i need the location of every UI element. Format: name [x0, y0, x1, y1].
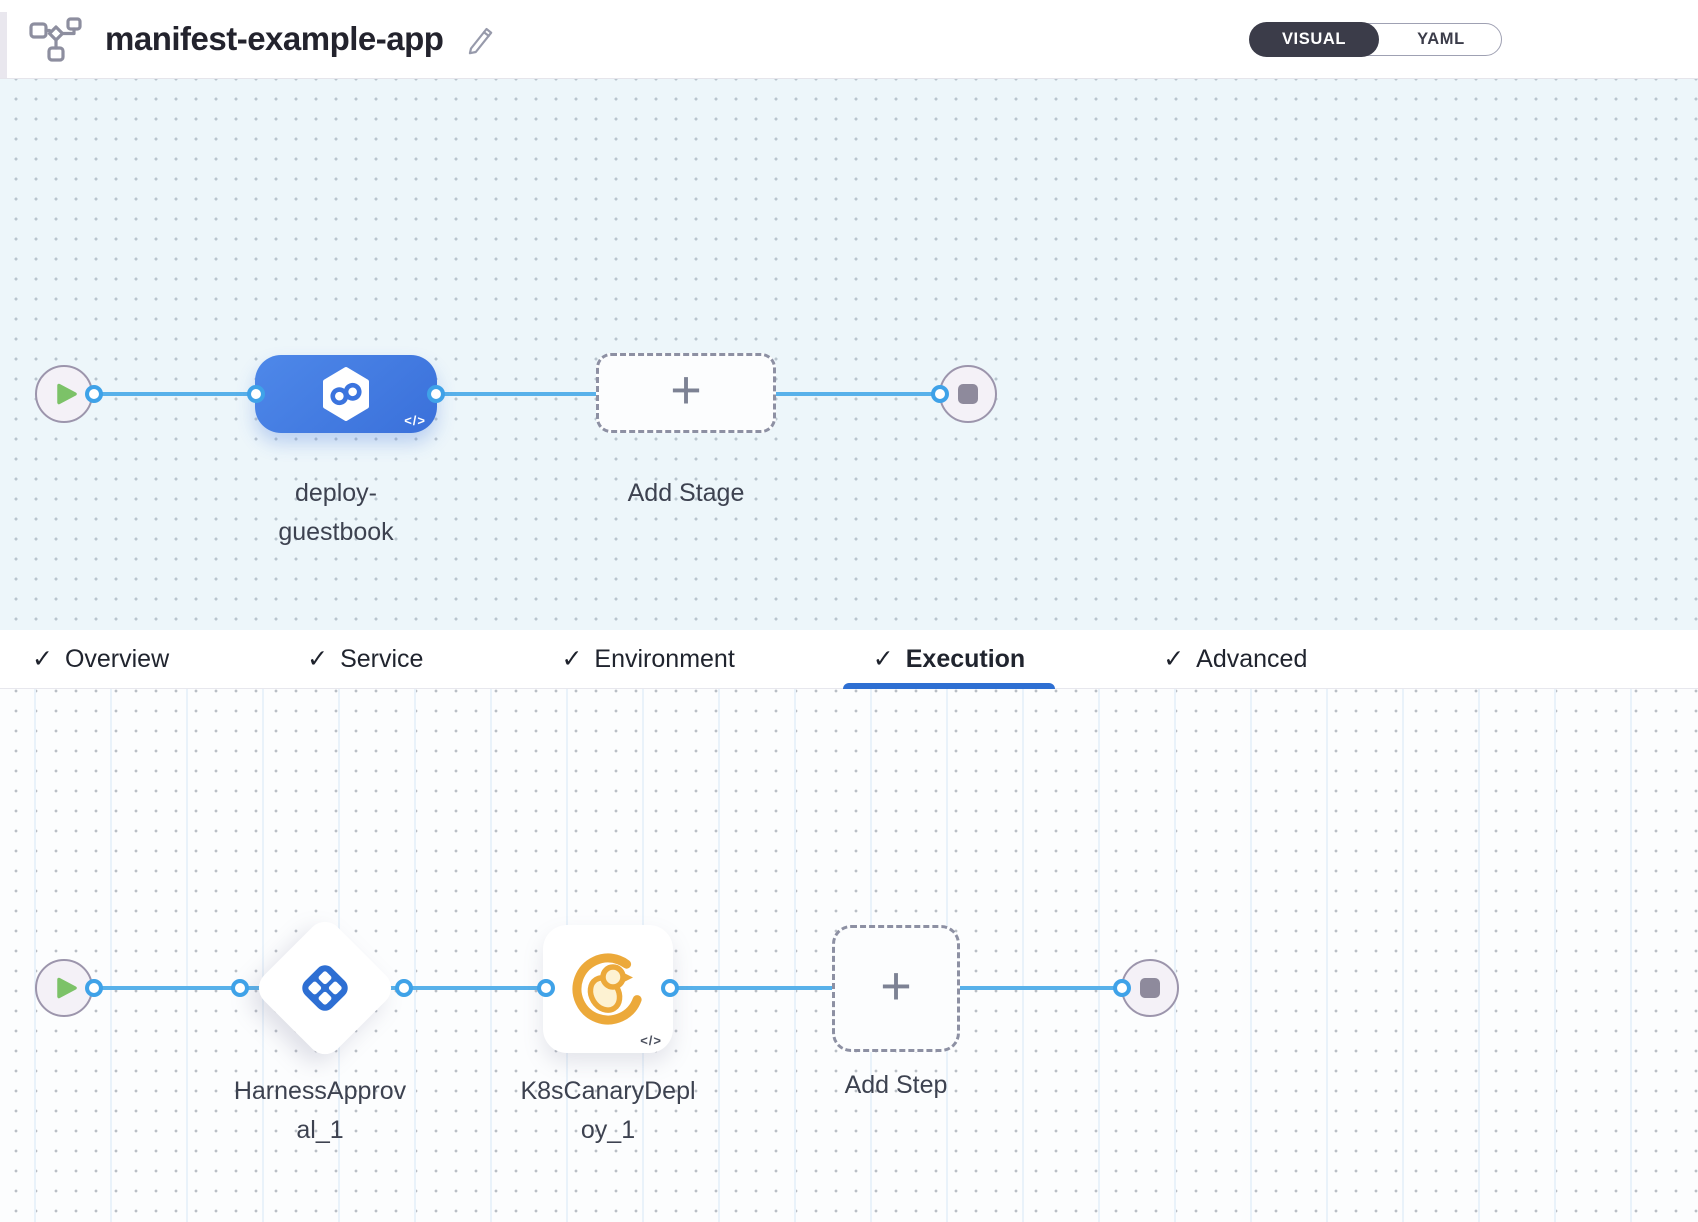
tab-overview[interactable]: ✓ Overview [2, 630, 199, 688]
check-icon: ✓ [32, 645, 53, 673]
code-badge: </> [640, 1033, 662, 1048]
check-icon: ✓ [872, 645, 894, 673]
connector-point [85, 979, 103, 997]
canary-bird-icon [572, 953, 644, 1025]
toggle-visual-button[interactable]: VISUAL [1249, 21, 1379, 57]
view-mode-toggle: VISUAL YAML [1249, 21, 1502, 57]
plus-icon: + [880, 955, 912, 1016]
approval-icon [302, 965, 348, 1011]
connector-point [247, 385, 265, 403]
stage-config-tabbar: ✓ Overview ✓ Service ✓ Environment ✓ Exe… [0, 630, 1698, 689]
add-step-label: Add Step [844, 1071, 948, 1099]
connector-point [231, 979, 249, 997]
add-stage-button[interactable]: + [596, 353, 776, 433]
check-icon: ✓ [561, 645, 583, 673]
toggle-yaml-button[interactable]: YAML [1417, 29, 1465, 48]
step-node-k8s-canary-deploy[interactable]: </> [543, 925, 673, 1053]
connector-point [85, 385, 103, 403]
header-bar: manifest-example-app VISUAL YAML [0, 0, 1698, 79]
stage-node-deploy-guestbook[interactable]: </> [255, 355, 437, 433]
stage-label: deploy-guestbook [278, 479, 394, 546]
play-icon [56, 977, 77, 999]
tab-execution[interactable]: ✓ Execution [842, 630, 1056, 689]
active-tab-indicator [842, 683, 1056, 689]
tab-environment[interactable]: ✓ Environment [531, 630, 764, 688]
plus-icon: + [670, 360, 702, 420]
connector-point [427, 385, 445, 403]
code-badge: </> [404, 413, 426, 428]
tab-label: Service [340, 644, 424, 673]
page-title: manifest-example-app [105, 20, 444, 57]
tab-label: Overview [64, 644, 170, 673]
tab-label: Execution [905, 644, 1026, 673]
left-edge-strip [0, 12, 7, 78]
check-icon: ✓ [1163, 645, 1185, 673]
stop-icon [1140, 978, 1160, 998]
connector-point [661, 979, 679, 997]
edit-pencil-icon[interactable] [465, 23, 497, 55]
stop-icon [958, 384, 978, 404]
step-label-approval: HarnessApproval_1 [233, 1077, 407, 1144]
cd-infinity-icon [323, 367, 369, 421]
tab-service[interactable]: ✓ Service [277, 630, 453, 688]
connector-point [537, 979, 555, 997]
add-stage-label: Add Stage [627, 479, 745, 507]
pipeline-graph-icon [29, 16, 83, 62]
pipeline-start-node [35, 365, 93, 423]
execution-start-node [35, 959, 93, 1017]
add-step-button[interactable]: + [832, 925, 960, 1052]
connector-point [1113, 979, 1131, 997]
tab-label: Environment [594, 644, 735, 673]
stage-canvas [0, 79, 1698, 630]
tab-label: Advanced [1196, 644, 1308, 673]
step-label-canary: K8sCanaryDeploy_1 [520, 1077, 696, 1144]
tab-advanced[interactable]: ✓ Advanced [1133, 630, 1337, 688]
step-node-harness-approval[interactable] [251, 914, 399, 1062]
stage-connector-line [64, 392, 968, 396]
play-icon [56, 383, 77, 405]
connector-point [395, 979, 413, 997]
connector-point [931, 385, 949, 403]
check-icon: ✓ [307, 645, 329, 673]
